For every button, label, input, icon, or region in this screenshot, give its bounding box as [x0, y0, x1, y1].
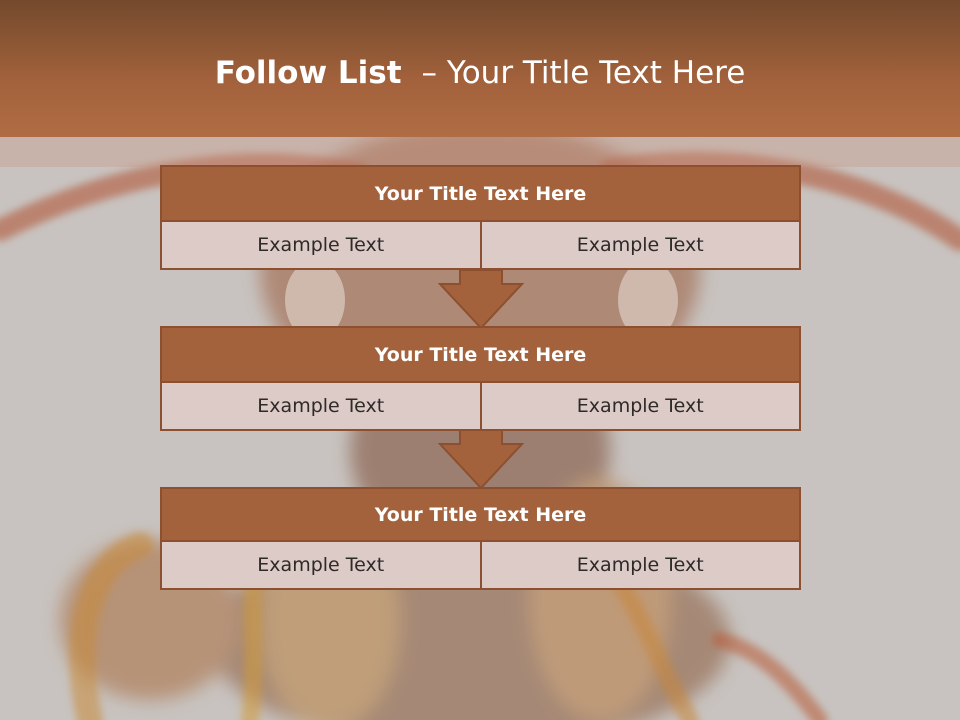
title-bar — [0, 0, 960, 137]
block-title: Your Title Text Here — [160, 165, 801, 222]
block-cell-right: Example Text — [481, 542, 801, 590]
block-row: Example Text Example Text — [160, 222, 801, 270]
slide-title-rest: – Your Title Text Here — [421, 55, 746, 91]
down-arrow-icon — [438, 270, 524, 330]
block-cell-left: Example Text — [160, 222, 482, 270]
list-block: Your Title Text Here Example Text Exampl… — [160, 487, 801, 590]
block-row: Example Text Example Text — [160, 542, 801, 590]
block-row: Example Text Example Text — [160, 383, 801, 431]
block-cell-left: Example Text — [160, 542, 482, 590]
block-title: Your Title Text Here — [160, 487, 801, 542]
slide-title-bold: Follow List — [214, 55, 402, 91]
block-title: Your Title Text Here — [160, 326, 801, 383]
list-block: Your Title Text Here Example Text Exampl… — [160, 326, 801, 431]
title-strip — [0, 137, 960, 167]
block-cell-right: Example Text — [481, 383, 801, 431]
slide-title: Follow List – Your Title Text Here — [0, 55, 960, 91]
list-block: Your Title Text Here Example Text Exampl… — [160, 165, 801, 270]
block-cell-left: Example Text — [160, 383, 482, 431]
block-cell-right: Example Text — [481, 222, 801, 270]
down-arrow-icon — [438, 430, 524, 490]
